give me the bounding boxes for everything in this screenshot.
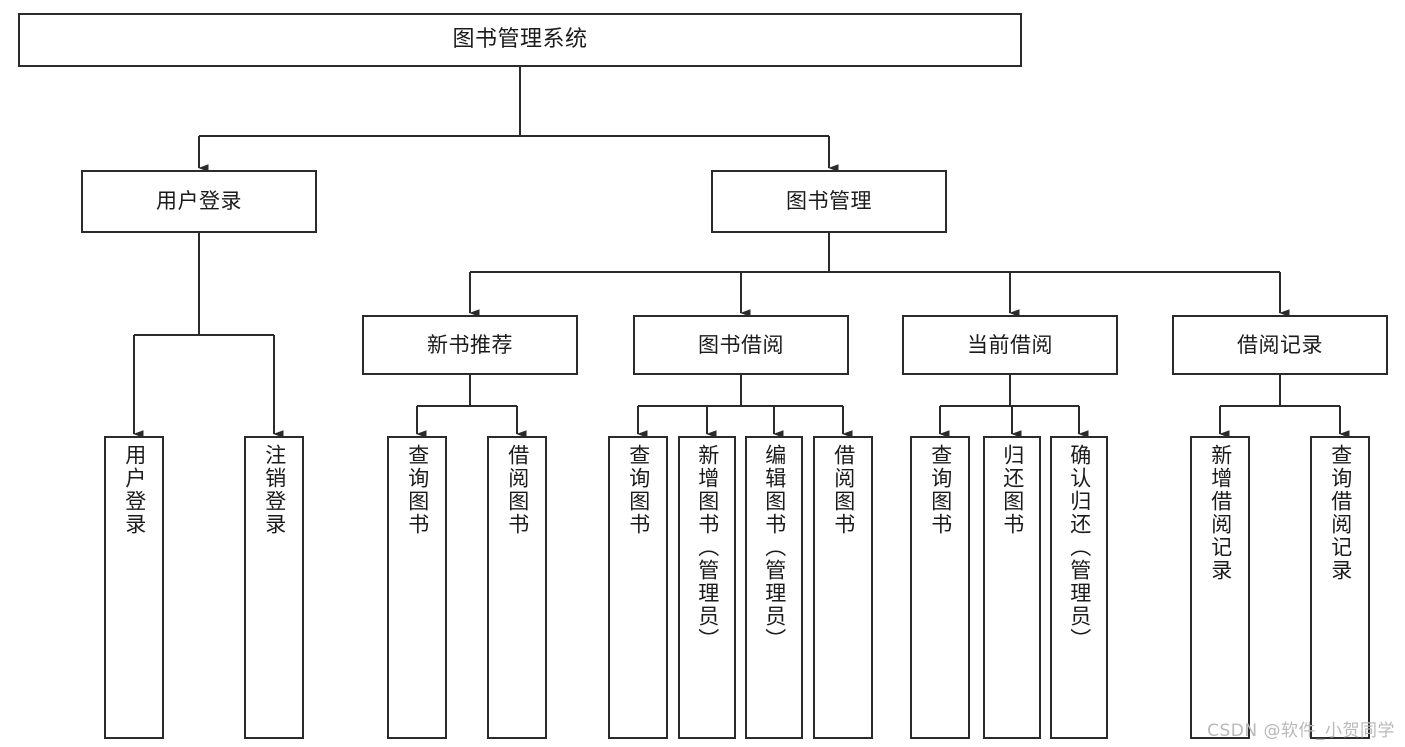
node-new-book-rec[interactable]: 新书推荐 — [362, 315, 578, 375]
node-leaf-return-book-label: 归还图书 — [1000, 444, 1025, 536]
node-leaf-query-book-rec-label: 查询图书 — [405, 444, 430, 536]
node-root-label: 图书管理系统 — [452, 27, 588, 53]
node-book-manage-label: 图书管理 — [786, 189, 872, 214]
node-leaf-borrow-book-rec[interactable]: 借阅图书 — [487, 436, 547, 739]
node-borrow-record[interactable]: 借阅记录 — [1172, 315, 1388, 375]
node-leaf-add-record[interactable]: 新增借阅记录 — [1190, 436, 1250, 739]
node-book-borrow-label: 图书借阅 — [698, 332, 784, 357]
node-leaf-borrow-book[interactable]: 借阅图书 — [813, 436, 873, 739]
node-book-borrow[interactable]: 图书借阅 — [633, 315, 849, 375]
node-leaf-add-book-label: 新增图书（管理员） — [695, 444, 720, 651]
csdn-watermark: CSDN @软件_小贺同学 — [1207, 721, 1395, 741]
node-leaf-query-record-label: 查询借阅记录 — [1328, 444, 1353, 582]
node-leaf-return-book[interactable]: 归还图书 — [983, 436, 1041, 739]
node-leaf-logout[interactable]: 注销登录 — [244, 436, 304, 739]
node-leaf-query-book-borrow-label: 查询图书 — [626, 444, 651, 536]
node-current-borrow[interactable]: 当前借阅 — [902, 315, 1118, 375]
node-leaf-borrow-book-label: 借阅图书 — [831, 444, 856, 536]
node-leaf-query-book-rec[interactable]: 查询图书 — [387, 436, 447, 739]
node-leaf-query-record[interactable]: 查询借阅记录 — [1310, 436, 1370, 739]
node-current-borrow-label: 当前借阅 — [967, 332, 1053, 357]
node-leaf-user-login-label: 用户登录 — [122, 444, 147, 536]
node-leaf-user-login[interactable]: 用户登录 — [104, 436, 164, 739]
node-new-book-rec-label: 新书推荐 — [427, 332, 513, 357]
node-leaf-query-book-borrow[interactable]: 查询图书 — [608, 436, 668, 739]
node-leaf-query-book-current-label: 查询图书 — [928, 444, 953, 536]
node-borrow-record-label: 借阅记录 — [1237, 332, 1323, 357]
node-root[interactable]: 图书管理系统 — [18, 13, 1022, 67]
node-leaf-confirm-return-label: 确认归还（管理员） — [1067, 444, 1092, 651]
node-leaf-logout-label: 注销登录 — [262, 444, 287, 536]
node-user-login-label: 用户登录 — [156, 189, 242, 214]
node-leaf-confirm-return[interactable]: 确认归还（管理员） — [1050, 436, 1108, 739]
node-leaf-add-book[interactable]: 新增图书（管理员） — [678, 436, 736, 739]
node-leaf-edit-book[interactable]: 编辑图书（管理员） — [745, 436, 803, 739]
node-user-login[interactable]: 用户登录 — [81, 170, 317, 233]
node-book-manage[interactable]: 图书管理 — [711, 170, 947, 233]
node-leaf-borrow-book-rec-label: 借阅图书 — [505, 444, 530, 536]
node-leaf-edit-book-label: 编辑图书（管理员） — [762, 444, 787, 651]
node-leaf-add-record-label: 新增借阅记录 — [1208, 444, 1233, 582]
node-leaf-query-book-current[interactable]: 查询图书 — [910, 436, 970, 739]
